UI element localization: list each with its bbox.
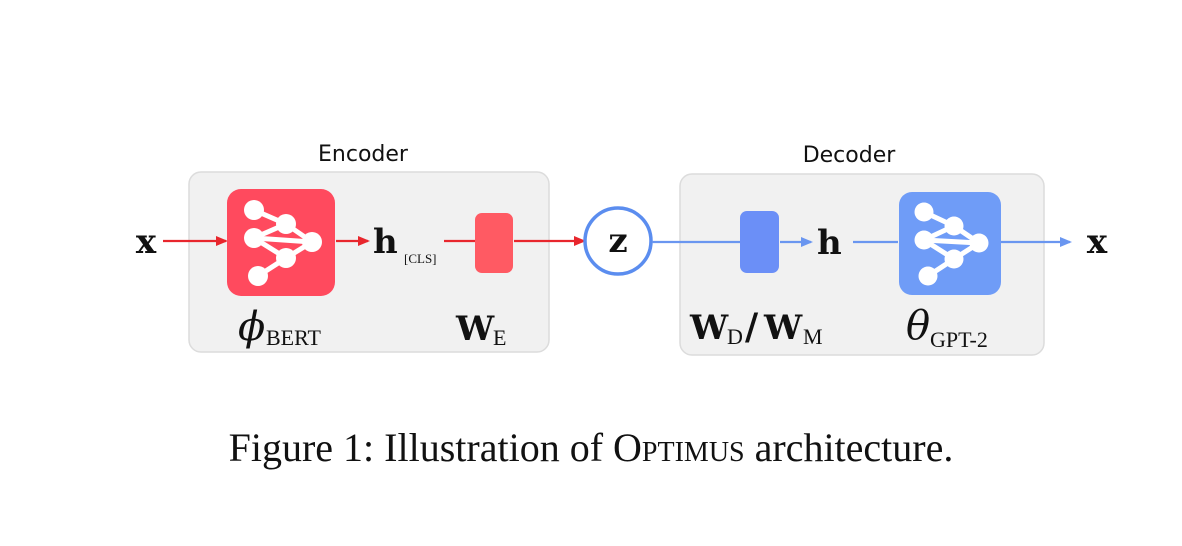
bert-subscript: BERT: [266, 325, 321, 350]
bert-network-icon: [227, 189, 335, 296]
decoder-weight-d-symbol: W: [689, 308, 729, 348]
decoder-label: Decoder: [803, 143, 897, 168]
caption-model-name: Optimus: [613, 425, 745, 470]
encoder-weight-symbol: W: [455, 309, 495, 349]
decoder-weight-m-symbol: W: [763, 308, 803, 348]
latent-z-symbol: z: [608, 221, 627, 261]
decoder-weight-m-subscript: M: [803, 324, 823, 349]
latent-z-circle: [583, 206, 653, 276]
figure-caption: Figure 1: Illustration of Optimus archit…: [0, 424, 1182, 471]
decoder-weight-label: W D / W M: [689, 306, 823, 349]
input-x-symbol: x: [136, 222, 157, 262]
decoder-weight-d-subscript: D: [727, 324, 743, 349]
decoder-projection-block: [740, 211, 779, 273]
encoder-weight-subscript: E: [493, 325, 506, 350]
output-x-symbol: x: [1087, 222, 1108, 262]
encoder-label: Encoder: [318, 142, 409, 167]
gpt2-theta-symbol: θ: [906, 303, 930, 349]
caption-suffix: architecture.: [744, 425, 954, 470]
decoder-hidden-symbol: h: [817, 223, 842, 263]
caption-prefix: Figure 1: Illustration of: [228, 425, 614, 470]
bert-phi-symbol: ϕ: [238, 304, 265, 350]
gpt2-network-icon: [899, 192, 1001, 295]
cls-hidden-subscript: [CLS]: [404, 251, 437, 266]
encoder-projection-block: [475, 213, 513, 273]
decoder-weight-slash: /: [745, 306, 759, 348]
cls-hidden-symbol: h: [373, 222, 398, 262]
gpt2-subscript: GPT-2: [930, 327, 988, 352]
